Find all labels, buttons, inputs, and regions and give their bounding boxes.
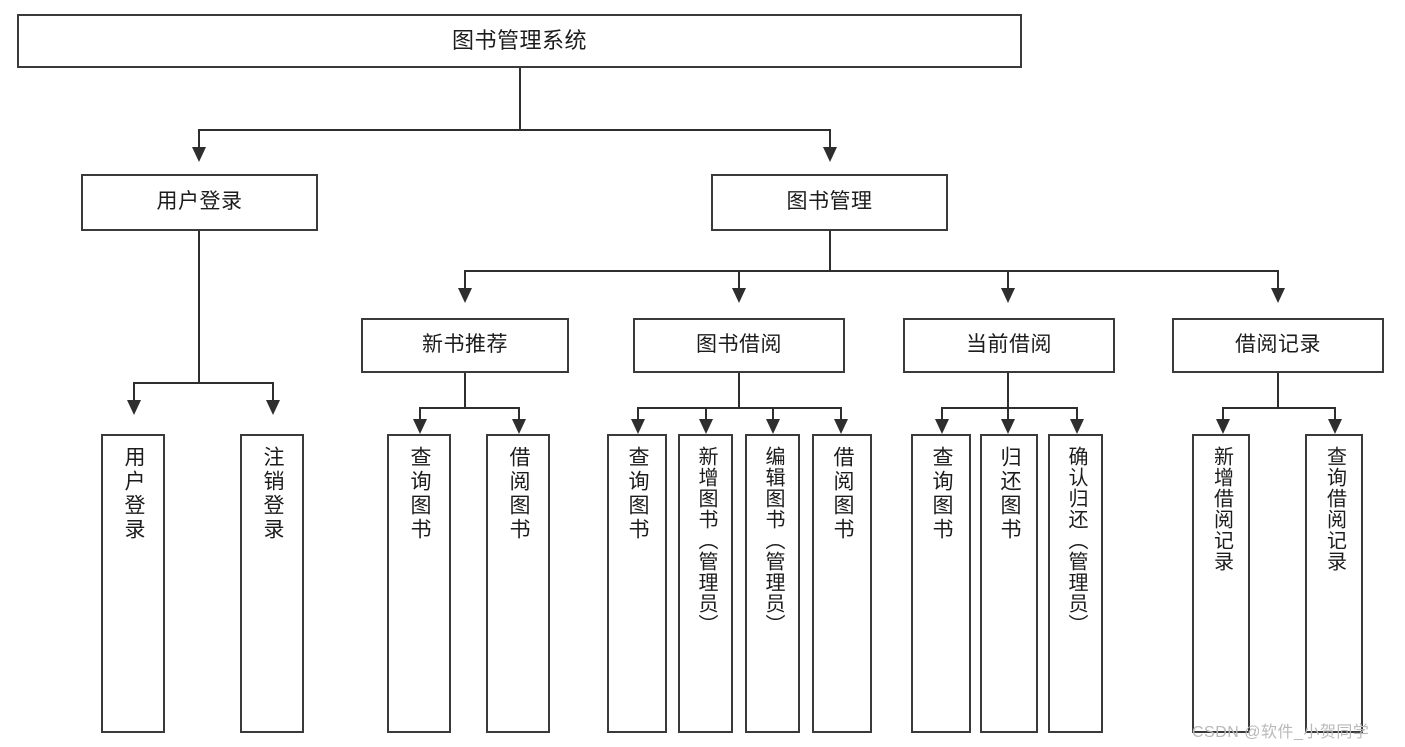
node-borrow-record[interactable]: 借阅记录 (1172, 318, 1384, 373)
connector-borrow-bar (637, 407, 842, 409)
arrow-borrow-leaf-4 (834, 419, 848, 434)
leaf-edit-book-admin[interactable]: 编辑图书（管理员） (745, 434, 800, 733)
connector-current-down (1007, 373, 1009, 408)
node-label: 图书管理系统 (451, 28, 587, 54)
connector-login-right (272, 382, 274, 402)
arrow-bookmgmt-to-newbook (458, 288, 472, 303)
arrow-current-leaf-1 (935, 419, 949, 434)
connector-record-bar (1222, 407, 1336, 409)
node-label: 图书管理 (786, 190, 873, 214)
leaf-logout[interactable]: 注销登录 (240, 434, 304, 733)
arrow-current-leaf-3 (1070, 419, 1084, 434)
node-current-borrow[interactable]: 当前借阅 (903, 318, 1115, 373)
connector-borrow-b4 (840, 407, 842, 421)
leaf-query-book-borrow[interactable]: 查询图书 (607, 434, 667, 733)
connector-root-to-bookmgmt (829, 129, 831, 149)
arrow-borrow-leaf-2 (699, 419, 713, 434)
arrow-root-to-login (192, 147, 206, 162)
node-book-management[interactable]: 图书管理 (711, 174, 948, 231)
leaf-confirm-return-admin[interactable]: 确认归还（管理员） (1048, 434, 1103, 733)
connector-newbook-l (419, 407, 421, 421)
arrow-root-to-bookmgmt (823, 147, 837, 162)
node-label: 查询图书 (408, 446, 432, 542)
connector-newbook-down (464, 373, 466, 408)
connector-borrow-b2 (705, 407, 707, 421)
node-label: 确认归还（管理员） (1065, 446, 1087, 635)
node-label: 查询图书 (626, 446, 650, 542)
leaf-query-book-recommend[interactable]: 查询图书 (387, 434, 451, 733)
node-label: 借阅图书 (507, 446, 531, 542)
connector-current-bar (941, 407, 1078, 409)
leaf-add-book-admin[interactable]: 新增图书（管理员） (678, 434, 733, 733)
connector-bookmgmt-b4 (1277, 270, 1279, 290)
connector-root-to-login (198, 129, 200, 149)
connector-current-b1 (941, 407, 943, 421)
leaf-query-book-current[interactable]: 查询图书 (911, 434, 971, 733)
leaf-borrow-book-recommend[interactable]: 借阅图书 (486, 434, 550, 733)
node-label: 注销登录 (261, 446, 285, 542)
leaf-user-login[interactable]: 用户登录 (101, 434, 165, 733)
connector-bookmgmt-b1 (464, 270, 466, 290)
connector-record-r (1334, 407, 1336, 421)
node-label: 新增图书（管理员） (695, 446, 717, 635)
node-label: 编辑图书（管理员） (762, 446, 784, 635)
node-label: 图书借阅 (696, 333, 782, 357)
arrow-current-leaf-2 (1001, 419, 1015, 434)
connector-record-down (1277, 373, 1279, 408)
connector-bookmgmt-b2 (738, 270, 740, 290)
node-label: 用户登录 (122, 446, 146, 542)
node-user-login[interactable]: 用户登录 (81, 174, 318, 231)
node-label: 查询图书 (930, 446, 954, 542)
arrow-bookmgmt-to-record (1271, 288, 1285, 303)
connector-newbook-r (518, 407, 520, 421)
leaf-query-borrow-record[interactable]: 查询借阅记录 (1305, 434, 1363, 733)
connector-root-bar (198, 129, 831, 131)
connector-borrow-b1 (637, 407, 639, 421)
arrow-newbook-leaf-2 (512, 419, 526, 434)
arrow-borrow-leaf-3 (766, 419, 780, 434)
node-label: 借阅图书 (831, 446, 855, 542)
connector-login-down (198, 231, 200, 383)
node-root-system[interactable]: 图书管理系统 (17, 14, 1022, 68)
node-label: 借阅记录 (1235, 333, 1321, 357)
node-label: 用户登录 (156, 190, 243, 214)
connector-borrow-down (738, 373, 740, 408)
node-label: 当前借阅 (966, 333, 1052, 357)
node-label: 新增借阅记录 (1210, 446, 1233, 572)
connector-login-bar (133, 382, 274, 384)
node-book-borrow[interactable]: 图书借阅 (633, 318, 845, 373)
node-label: 查询借阅记录 (1323, 446, 1346, 572)
arrow-login-leaf-1 (127, 400, 141, 415)
connector-bookmgmt-b3 (1007, 270, 1009, 290)
arrow-record-leaf-2 (1328, 419, 1342, 434)
connector-current-b3 (1076, 407, 1078, 421)
connector-newbook-bar (419, 407, 520, 409)
connector-root-down (519, 68, 521, 130)
arrow-login-leaf-2 (266, 400, 280, 415)
arrow-borrow-leaf-1 (631, 419, 645, 434)
connector-bookmgmt-down (829, 231, 831, 271)
connector-record-l (1222, 407, 1224, 421)
leaf-borrow-book[interactable]: 借阅图书 (812, 434, 872, 733)
arrow-bookmgmt-to-current (1001, 288, 1015, 303)
connector-borrow-b3 (772, 407, 774, 421)
node-new-book-recommend[interactable]: 新书推荐 (361, 318, 569, 373)
node-label: 归还图书 (998, 446, 1022, 542)
leaf-add-borrow-record[interactable]: 新增借阅记录 (1192, 434, 1250, 733)
leaf-return-book[interactable]: 归还图书 (980, 434, 1038, 733)
arrow-record-leaf-1 (1216, 419, 1230, 434)
node-label: 新书推荐 (422, 333, 508, 357)
arrow-bookmgmt-to-borrow (732, 288, 746, 303)
csdn-watermark: CSDN @软件_小贺同学 (1192, 724, 1370, 741)
connector-current-b2 (1007, 407, 1009, 421)
connector-bookmgmt-bar (464, 270, 1279, 272)
arrow-newbook-leaf-1 (413, 419, 427, 434)
connector-login-left (133, 382, 135, 402)
